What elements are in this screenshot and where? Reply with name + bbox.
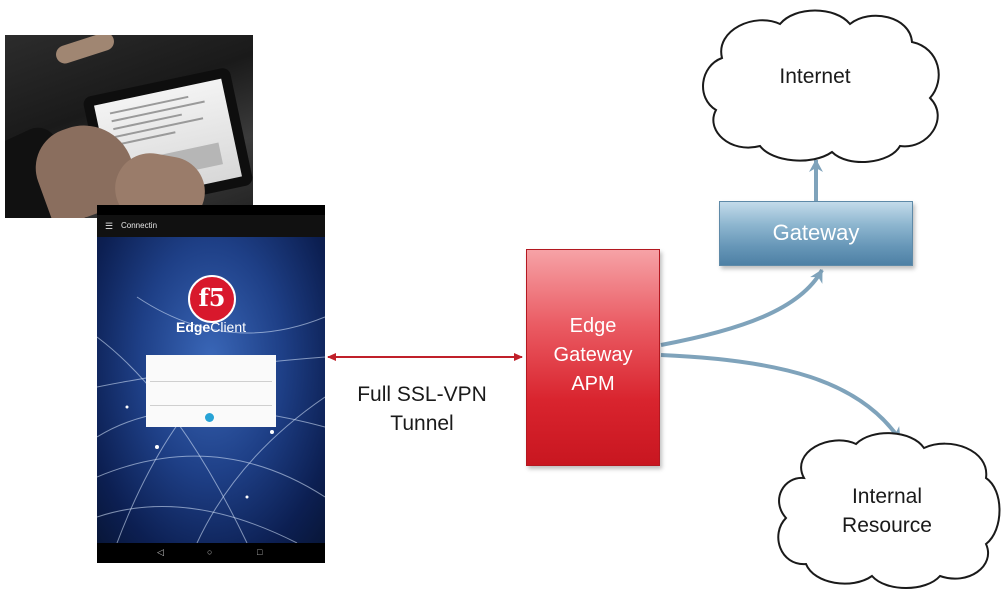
hamburger-menu-icon: ☰ xyxy=(105,221,114,231)
recents-icon: □ xyxy=(257,547,263,557)
tunnel-label: Full SSL-VPN Tunnel xyxy=(357,383,487,435)
internal-resource-label: Internal Resource xyxy=(842,485,932,537)
phone-edgeclient-screenshot: ☰ Connectin f5 EdgeCl xyxy=(97,205,325,563)
phone-app-title: Connectin xyxy=(121,221,158,230)
edge-to-gateway-connector xyxy=(660,269,824,347)
edge-box-line1: Edge xyxy=(569,315,617,337)
network-lines-graphic xyxy=(97,296,325,543)
home-icon: ○ xyxy=(207,547,213,557)
edge-gateway-apm-box: Edge Gateway APM xyxy=(526,249,660,466)
phone-nav-bar: ◁ ○ □ xyxy=(97,543,325,563)
connect-button xyxy=(146,412,276,424)
tablet-photo xyxy=(5,35,253,218)
gateway-box: Gateway xyxy=(719,201,913,266)
connection-field xyxy=(150,383,272,406)
connect-icon xyxy=(204,412,214,422)
gateway-box-label: Gateway xyxy=(772,220,860,245)
edgeclient-brand: EdgeClient xyxy=(175,319,247,335)
login-card xyxy=(146,355,276,427)
phone-status-bar xyxy=(97,205,325,215)
internet-label: Internet xyxy=(779,65,851,88)
edge-to-internal-connector xyxy=(660,353,902,442)
edge-box-line3: APM xyxy=(571,373,615,395)
internal-resource-cloud xyxy=(777,432,1001,589)
back-icon: ◁ xyxy=(157,547,164,557)
server-field xyxy=(150,359,272,382)
internet-cloud xyxy=(702,9,940,163)
phone-app-bar: ☰ Connectin xyxy=(97,215,325,237)
f5-logo: f5 xyxy=(188,275,236,323)
edge-box-line2: Gateway xyxy=(553,344,633,366)
